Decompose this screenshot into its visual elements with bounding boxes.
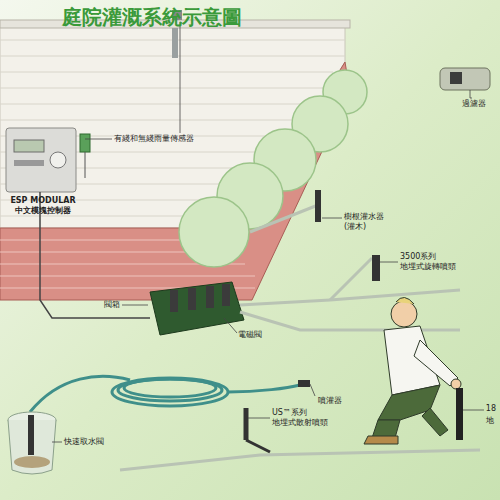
hose-nozzle-label: 噴灌器	[318, 396, 342, 406]
quick-coupler-label: 快速取水閥	[64, 437, 104, 447]
spray-series-label: 18	[486, 404, 496, 414]
rain-sensor-label: 有綫和無綫雨量傳感器	[114, 134, 194, 144]
diagram-title: 庭院灌溉系統示意圖	[62, 4, 242, 31]
valve-box-label: 閥箱	[104, 300, 120, 310]
spray-head-label: US™系列 地埋式散射噴頭	[272, 408, 352, 427]
filter-label: 過濾器	[462, 99, 486, 109]
spray-type-label: 地	[486, 416, 494, 426]
solenoid-valve-label: 電磁閥	[238, 330, 262, 340]
bubbler-label: 樹根灌水器 (灌木)	[344, 212, 396, 231]
rotor-label: 3500系列 地埋式旋轉噴頭	[400, 252, 470, 271]
controller-label: ESP MODULAR 中文模塊控制器	[10, 196, 76, 215]
